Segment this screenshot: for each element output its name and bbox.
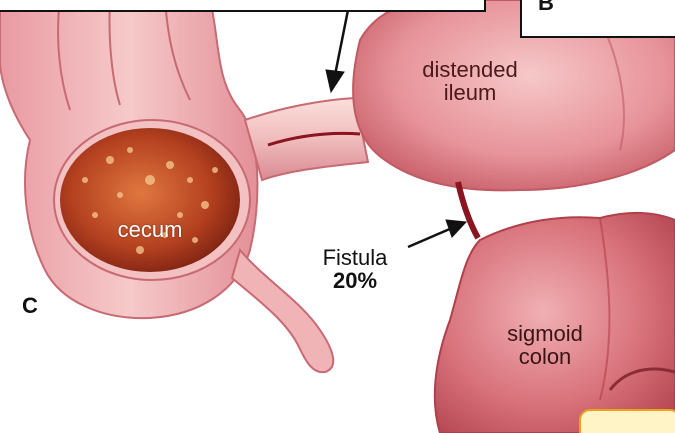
- label-fistula-text: Fistula: [300, 246, 410, 269]
- highlight-box: [580, 410, 675, 433]
- fistula-channel: [458, 182, 478, 238]
- label-fistula: Fistula 20%: [300, 246, 410, 292]
- label-colon: colon: [470, 345, 620, 368]
- label-distended-ileum: distended ileum: [400, 58, 540, 104]
- ileal-tube: [245, 98, 368, 180]
- label-cecum: cecum: [100, 218, 200, 241]
- label-fistula-percent: 20%: [300, 269, 410, 292]
- callout-box-top-left: [0, 0, 486, 12]
- panel-label-b: B: [538, 0, 554, 16]
- label-distended: distended: [400, 58, 540, 81]
- panel-label-c: C: [22, 293, 38, 319]
- cecum-interior: [54, 120, 250, 280]
- label-sigmoid: sigmoid: [470, 322, 620, 345]
- label-sigmoid-colon: sigmoid colon: [470, 322, 620, 368]
- label-ileum: ileum: [400, 81, 540, 104]
